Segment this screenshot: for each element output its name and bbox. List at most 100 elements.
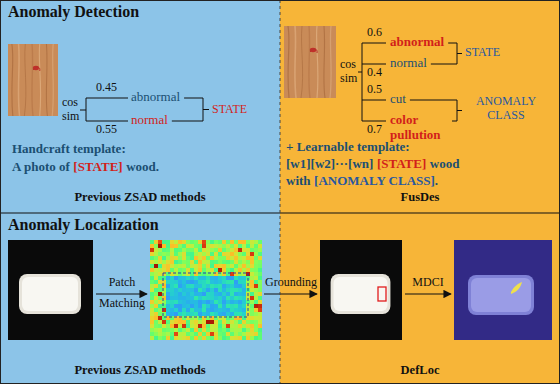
- heatmap-cell: [178, 284, 182, 288]
- heatmap-cell: [182, 284, 186, 288]
- heatmap-cell: [178, 292, 182, 296]
- heatmap-cell: [190, 276, 194, 280]
- template-note: + Learnable template:: [286, 140, 410, 155]
- heatmap-cell: [182, 268, 186, 272]
- heatmap-cell: [246, 252, 250, 256]
- heatmap-cell: [202, 312, 206, 316]
- heatmap-cell: [226, 308, 230, 312]
- heatmap-cell: [226, 264, 230, 268]
- heatmap-cell: [218, 308, 222, 312]
- heatmap-cell: [218, 248, 222, 252]
- heatmap-cell: [214, 268, 218, 272]
- heatmap-cell: [182, 332, 186, 336]
- heatmap-cell: [250, 336, 254, 340]
- state-word: normal: [390, 56, 427, 71]
- heatmap-cell: [150, 256, 154, 260]
- heatmap-cell: [170, 324, 174, 328]
- heatmap-cell: [194, 300, 198, 304]
- heatmap-cell: [234, 312, 238, 316]
- heatmap-cell: [254, 324, 258, 328]
- heatmap-cell: [250, 252, 254, 256]
- heatmap-cell: [222, 336, 226, 340]
- heatmap-cell: [218, 336, 222, 340]
- heatmap-cell: [238, 336, 242, 340]
- heatmap-cell: [222, 312, 226, 316]
- heatmap-cell: [154, 328, 158, 332]
- heatmap-cell: [210, 300, 214, 304]
- heatmap-cell: [238, 304, 242, 308]
- heatmap-cell: [154, 308, 158, 312]
- heatmap-cell: [238, 292, 242, 296]
- heatmap-cell: [242, 240, 246, 244]
- heatmap-cell: [230, 304, 234, 308]
- heatmap-cell: [166, 304, 170, 308]
- heatmap-cell: [198, 304, 202, 308]
- heatmap-cell: [238, 240, 242, 244]
- heatmap-cell: [158, 312, 162, 316]
- heatmap-cell: [150, 248, 154, 252]
- heatmap-cell: [150, 240, 154, 244]
- heatmap-cell: [194, 252, 198, 256]
- heatmap-cell: [166, 336, 170, 340]
- heatmap-cell: [226, 336, 230, 340]
- heatmap-cell: [198, 256, 202, 260]
- heatmap-cell: [154, 240, 158, 244]
- heatmap-cell: [206, 280, 210, 284]
- heatmap-cell: [154, 300, 158, 304]
- heatmap-cell: [174, 292, 178, 296]
- heatmap-cell: [226, 324, 230, 328]
- heatmap-cell: [178, 308, 182, 312]
- heatmap-cell: [214, 332, 218, 336]
- heatmap-cell: [222, 328, 226, 332]
- heatmap-cell: [214, 336, 218, 340]
- heatmap-cell: [166, 284, 170, 288]
- heatmap-cell: [234, 324, 238, 328]
- heatmap-cell: [230, 312, 234, 316]
- heatmap-cell: [214, 260, 218, 264]
- heatmap-cell: [214, 324, 218, 328]
- grounding-box: [378, 287, 386, 301]
- heatmap-cell: [158, 332, 162, 336]
- arrow-label: MDCI: [412, 276, 443, 290]
- figure-part: [80, 110, 86, 111]
- heatmap-cell: [186, 280, 190, 284]
- heatmap-cell: [238, 268, 242, 272]
- heatmap-cell: [166, 252, 170, 256]
- heatmap-cell: [150, 244, 154, 248]
- state-word: abnormal: [390, 35, 444, 50]
- heatmap-cell: [158, 328, 162, 332]
- method-name: Previous ZSAD methods: [74, 363, 205, 377]
- heatmap-cell: [182, 328, 186, 332]
- heatmap-cell: [150, 284, 154, 288]
- heatmap-cell: [226, 292, 230, 296]
- class-word: color pullution: [390, 113, 448, 143]
- heatmap-cell: [210, 292, 214, 296]
- heatmap-cell: [198, 320, 202, 324]
- heatmap-cell: [198, 268, 202, 272]
- heatmap-cell: [250, 240, 254, 244]
- heatmap-cell: [166, 268, 170, 272]
- heatmap-cell: [186, 248, 190, 252]
- heatmap-cell: [242, 300, 246, 304]
- heatmap-cell: [166, 328, 170, 332]
- heatmap-cell: [194, 244, 198, 248]
- heatmap-cell: [250, 280, 254, 284]
- heatmap-cell: [258, 276, 262, 280]
- heatmap-cell: [254, 284, 258, 288]
- heatmap-cell: [182, 288, 186, 292]
- heatmap-cell: [182, 244, 186, 248]
- score-value: 0.4: [367, 66, 382, 80]
- figure-part: [358, 72, 362, 73]
- figure-part: [410, 100, 457, 101]
- heatmap-cell: [254, 280, 258, 284]
- heatmap-cell: [214, 256, 218, 260]
- heatmap-cell: [194, 284, 198, 288]
- heatmap-cell: [250, 300, 254, 304]
- heatmap-cell: [202, 268, 206, 272]
- heatmap-cell: [150, 304, 154, 308]
- heatmap-cell: [150, 296, 154, 300]
- heatmap-cell: [194, 332, 198, 336]
- heatmap-cell: [154, 324, 158, 328]
- heatmap-cell: [206, 252, 210, 256]
